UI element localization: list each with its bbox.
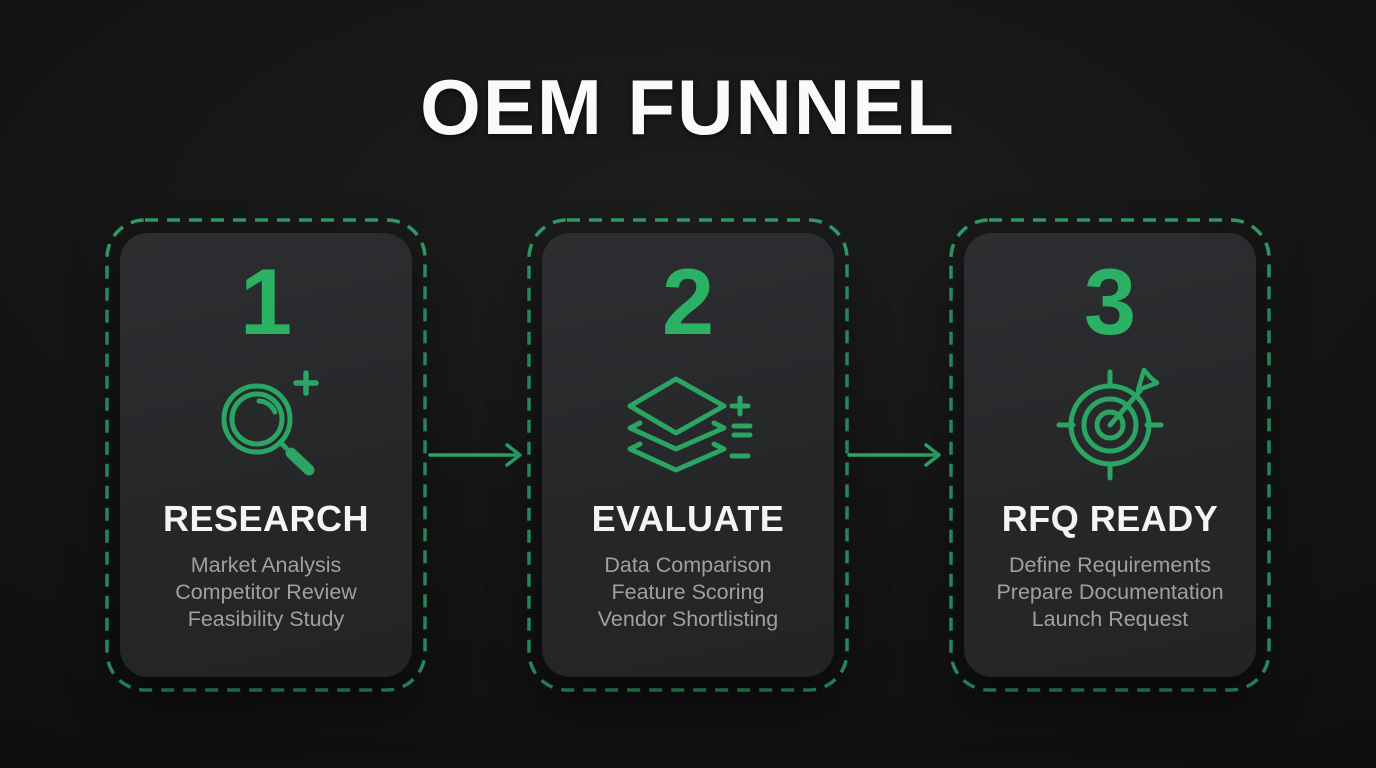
step-card-evaluate: 2 EVALUATE Data Comparison Feature Scori… [527, 218, 849, 692]
step-item: Launch Request [1031, 606, 1189, 631]
step-number: 2 [661, 249, 715, 354]
step-title: RFQ READY [1001, 498, 1219, 539]
target-arrow-icon [1053, 357, 1168, 495]
card-body: 2 EVALUATE Data Comparison Feature Scori… [542, 233, 834, 677]
step-item: Vendor Shortlisting [597, 606, 779, 631]
arrow-right-icon [846, 441, 946, 469]
step-item: Feature Scoring [611, 579, 765, 604]
step-items: Define Requirements Prepare Documentatio… [996, 552, 1223, 633]
step-title: EVALUATE [591, 498, 785, 539]
step-item: Data Comparison [604, 552, 772, 577]
step-card-rfq-ready: 3 RFQ READY Define Requirements Prepare [949, 218, 1271, 692]
arrow-right-icon [427, 441, 527, 469]
step-item: Market Analysis [190, 552, 342, 577]
step-card-research: 1 RESEARCH Market Analysis Competitor Re… [105, 218, 427, 692]
layers-compare-icon [620, 357, 756, 495]
step-title: RESEARCH [162, 498, 370, 539]
card-body: 1 RESEARCH Market Analysis Competitor Re… [120, 233, 412, 677]
step-item: Competitor Review [175, 579, 357, 604]
step-item: Prepare Documentation [996, 579, 1224, 604]
step-item: Define Requirements [1009, 552, 1211, 577]
page-title: OEM FUNNEL [420, 63, 956, 151]
step-items: Data Comparison Feature Scoring Vendor S… [598, 552, 778, 633]
step-number: 1 [239, 249, 293, 354]
step-item: Feasibility Study [187, 606, 345, 631]
step-number: 3 [1083, 249, 1137, 354]
step-items: Market Analysis Competitor Review Feasib… [175, 552, 357, 633]
card-body: 3 RFQ READY Define Requirements Prepare [964, 233, 1256, 677]
search-plus-icon [209, 357, 324, 495]
